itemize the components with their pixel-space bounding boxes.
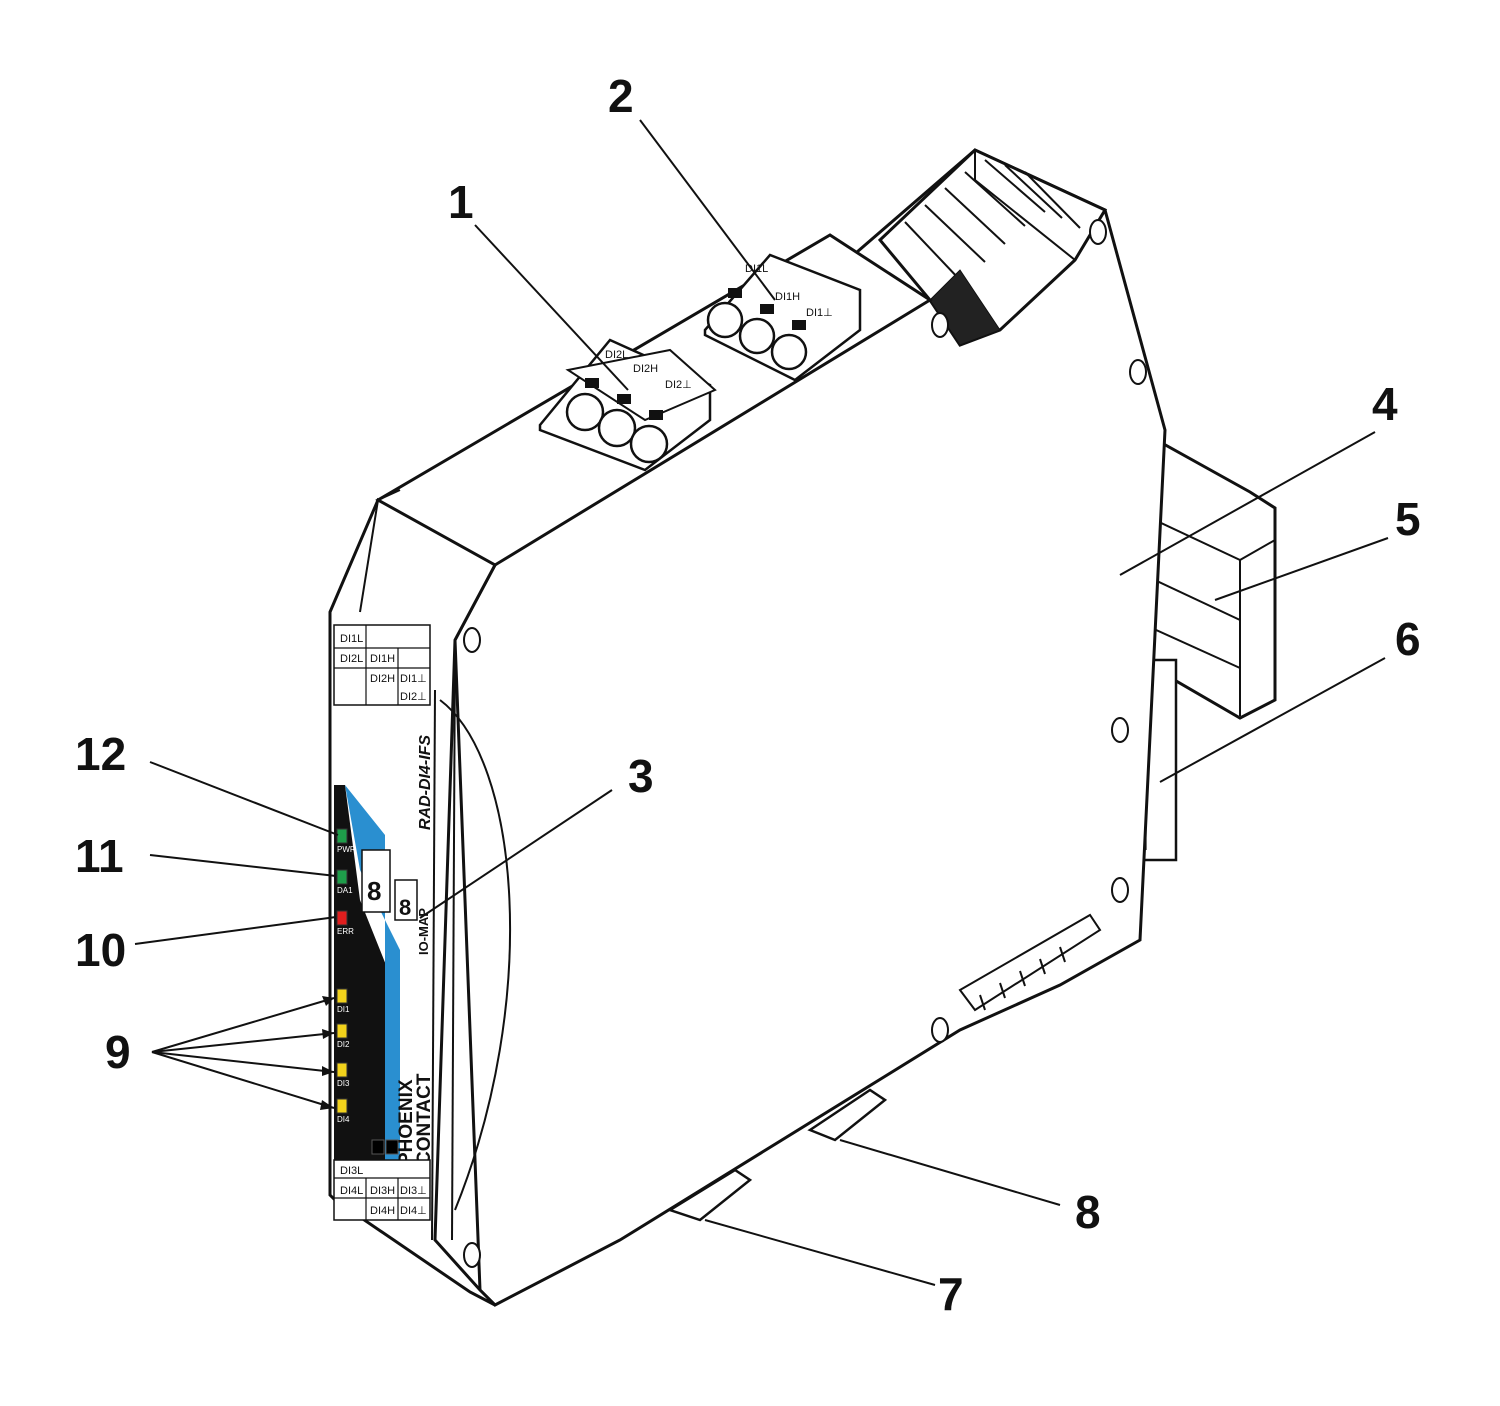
callouts: 1 2 3 4 5 6 7 8 9 10 11 12: [75, 70, 1421, 1320]
label-di1l: DI1L: [340, 633, 363, 645]
front-label-bottom: DI3L DI4L DI3H DI4H DI3⊥ DI4⊥: [333, 1159, 431, 1221]
label-di2h: DI2H: [370, 673, 395, 685]
brand-line2: CONTACT: [414, 1073, 435, 1165]
bottom-connectors: [667, 913, 1102, 1222]
callout-11: 11: [75, 830, 124, 882]
front-led-panel: 8: [334, 785, 400, 1160]
label-di4l: DI4L: [340, 1185, 363, 1197]
front-label-top: DI1L DI2L DI1H DI2H DI1⊥ DI2⊥: [333, 624, 431, 706]
label-di4gnd: DI4⊥: [400, 1205, 427, 1217]
led-label-di2: DI2: [337, 1040, 350, 1049]
label-di3gnd: DI3⊥: [400, 1185, 427, 1197]
terminal-screw[interactable]: [770, 333, 808, 371]
dial-digit: 8: [367, 876, 381, 906]
callout-10: 10: [75, 924, 126, 976]
callout-6: 6: [1395, 613, 1421, 665]
terminal-screw[interactable]: [629, 424, 669, 464]
callout-9: 9: [105, 1026, 131, 1078]
io-map-digit: 8: [399, 895, 411, 920]
led-label-pwr: PWR: [337, 845, 356, 854]
terminal-screw[interactable]: [565, 392, 605, 432]
terminal-block-rear: DI1L DI1H DI1⊥: [703, 253, 862, 382]
term-label-di2l: DI2L: [605, 349, 628, 361]
callout-7: 7: [938, 1268, 964, 1320]
term-label-di1h: DI1H: [775, 291, 800, 303]
terminal-screw[interactable]: [706, 301, 744, 339]
term-label-di2h: DI2H: [633, 363, 658, 375]
term-label-di1l: DI1L: [745, 263, 768, 275]
callout-2: 2: [608, 70, 634, 122]
callout-4: 4: [1372, 378, 1398, 430]
led-da1: [336, 869, 348, 885]
led-label-da1: DA1: [337, 886, 353, 895]
led-di4: [336, 1098, 348, 1114]
terminal-block-front: DI2L DI2H DI2⊥: [538, 338, 717, 472]
label-di2gnd: DI2⊥: [400, 691, 427, 703]
callout-5: 5: [1395, 493, 1421, 545]
callout-12: 12: [75, 728, 126, 780]
leader-lines: [134, 119, 1389, 1286]
callout-1: 1: [448, 176, 474, 228]
led-label-di4: DI4: [337, 1115, 350, 1124]
address-dial[interactable]: [361, 849, 391, 913]
term-label-di1gnd: DI1⊥: [806, 307, 833, 319]
terminal-screw[interactable]: [597, 408, 637, 448]
brand-line1: PHOENIX: [396, 1079, 417, 1165]
io-map-label: IO-MAP: [416, 908, 431, 955]
label-di1gnd: DI1⊥: [400, 673, 427, 685]
terminal-screw[interactable]: [738, 317, 776, 355]
blue-stripe: [345, 785, 400, 1160]
label-di2l: DI2L: [340, 653, 363, 665]
housing-holes: [463, 219, 1147, 1268]
io-map-dial[interactable]: [394, 879, 418, 921]
led-di1: [336, 988, 348, 1004]
callout-3: 3: [628, 750, 654, 802]
callout-8: 8: [1075, 1186, 1101, 1238]
term-label-di2gnd: DI2⊥: [665, 379, 692, 391]
model-label: RAD-DI4-IFS: [417, 735, 434, 830]
led-err: [336, 910, 348, 926]
led-label-di1: DI1: [337, 1005, 350, 1014]
led-label-di3: DI3: [337, 1079, 350, 1088]
led-di2: [336, 1023, 348, 1039]
housing-top-rear: [877, 148, 1108, 347]
label-di3l: DI3L: [340, 1165, 363, 1177]
led-label-err: ERR: [337, 927, 354, 936]
label-di1h: DI1H: [370, 653, 395, 665]
led-pwr: [336, 828, 348, 844]
led-di3: [336, 1062, 348, 1078]
label-di3h: DI3H: [370, 1185, 395, 1197]
label-di4h: DI4H: [370, 1205, 395, 1217]
